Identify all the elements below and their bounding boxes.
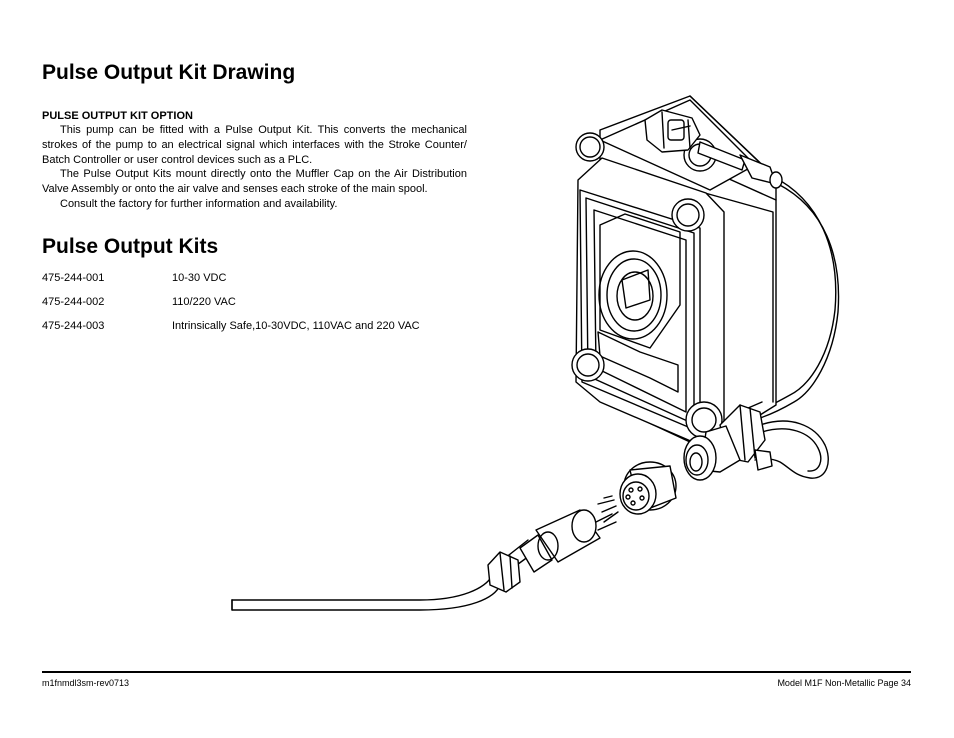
kit-description: 10-30 VDC bbox=[172, 272, 227, 284]
footer-rule bbox=[42, 671, 911, 673]
cable-connector bbox=[684, 405, 772, 480]
kit-part-number: 475-244-003 bbox=[42, 320, 105, 332]
footer-doc-code: m1fnmdl3sm-rev0713 bbox=[42, 678, 130, 688]
kit-description: 110/220 VAC bbox=[172, 296, 236, 308]
pulse-output-kit-option: PULSE OUTPUT KIT OPTION This pump can be… bbox=[42, 109, 467, 212]
mating-plug bbox=[598, 462, 676, 522]
footer-page-label: Model M1F Non-Metallic Page 34 bbox=[777, 678, 911, 688]
option-paragraph-3: Consult the factory for further informat… bbox=[60, 197, 338, 210]
kit-part-number: 475-244-001 bbox=[42, 272, 105, 284]
option-paragraph-2: The Pulse Output Kits mount directly ont… bbox=[42, 168, 467, 196]
lead-cable bbox=[232, 510, 616, 610]
air-valve-body bbox=[572, 96, 782, 445]
page-title: Pulse Output Kit Drawing bbox=[42, 61, 296, 84]
kit-description: Intrinsically Safe,10-30VDC, 110VAC and … bbox=[172, 320, 420, 332]
sensor-cable-loop bbox=[755, 176, 839, 478]
pulse-output-kit-drawing bbox=[225, 90, 855, 615]
option-paragraph-1: This pump can be fitted with a Pulse Out… bbox=[42, 124, 467, 166]
option-heading: PULSE OUTPUT KIT OPTION bbox=[42, 110, 193, 122]
kit-part-number: 475-244-002 bbox=[42, 296, 105, 308]
kits-title: Pulse Output Kits bbox=[42, 235, 219, 258]
